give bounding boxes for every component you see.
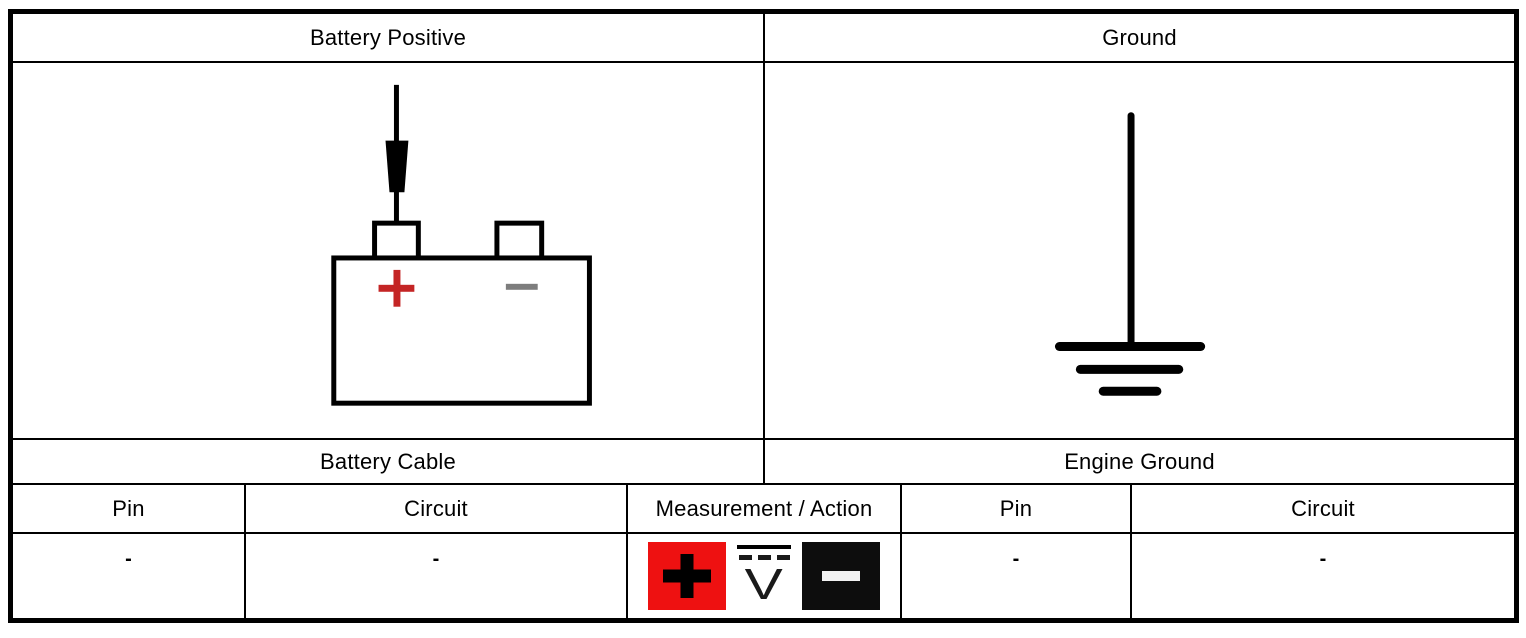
ground-symbol-cell (765, 63, 1514, 440)
right-caption-cell: Engine Ground (765, 440, 1514, 485)
left-caption: Battery Cable (320, 448, 456, 474)
value-left-circuit: - (246, 534, 628, 618)
value-right-circuit: - (1132, 534, 1514, 618)
left-panel-header: Battery Positive (13, 14, 765, 63)
col-header-right-pin: Pin (902, 485, 1132, 534)
ground-symbol (1054, 112, 1206, 396)
battery-plus-icon (378, 269, 415, 307)
left-panel-title: Battery Positive (309, 24, 467, 50)
right-panel-header: Ground (765, 14, 1514, 63)
value-right-pin: - (902, 534, 1132, 618)
col-header-left-circuit: Circuit (246, 485, 628, 534)
right-caption: Engine Ground (1064, 448, 1215, 474)
left-caption-cell: Battery Cable (13, 440, 765, 485)
measurement-icons: V (648, 542, 880, 610)
value-left-pin: - (13, 534, 246, 618)
negative-probe-minus-icon (802, 542, 880, 610)
col-header-right-circuit: Circuit (1132, 485, 1514, 534)
battery-minus-icon (505, 283, 538, 290)
measurement-action-cell: V (628, 534, 902, 618)
dc-volts-icon: V (735, 544, 793, 609)
battery-symbol (331, 84, 592, 406)
probe-tip-icon (385, 140, 409, 193)
col-header-measurement: Measurement / Action (628, 485, 902, 534)
col-header-left-pin: Pin (13, 485, 246, 534)
battery-positive-symbol-cell (13, 63, 765, 440)
positive-probe-plus-icon (648, 542, 726, 610)
right-panel-title: Ground (1102, 24, 1177, 50)
measurement-diagram-table: Battery Positive Ground Battery Cable (8, 9, 1519, 623)
dc-volts-letter: V (744, 559, 784, 609)
